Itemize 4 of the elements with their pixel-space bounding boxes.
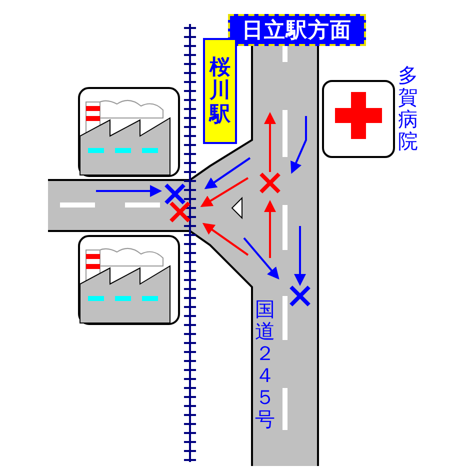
map-label: 多賀病院 [398, 64, 418, 152]
direction-sign: 日立駅方面 [228, 14, 366, 46]
map-label: 国道２４５号 [255, 298, 275, 430]
station-sign: 桜川駅 [203, 38, 237, 144]
